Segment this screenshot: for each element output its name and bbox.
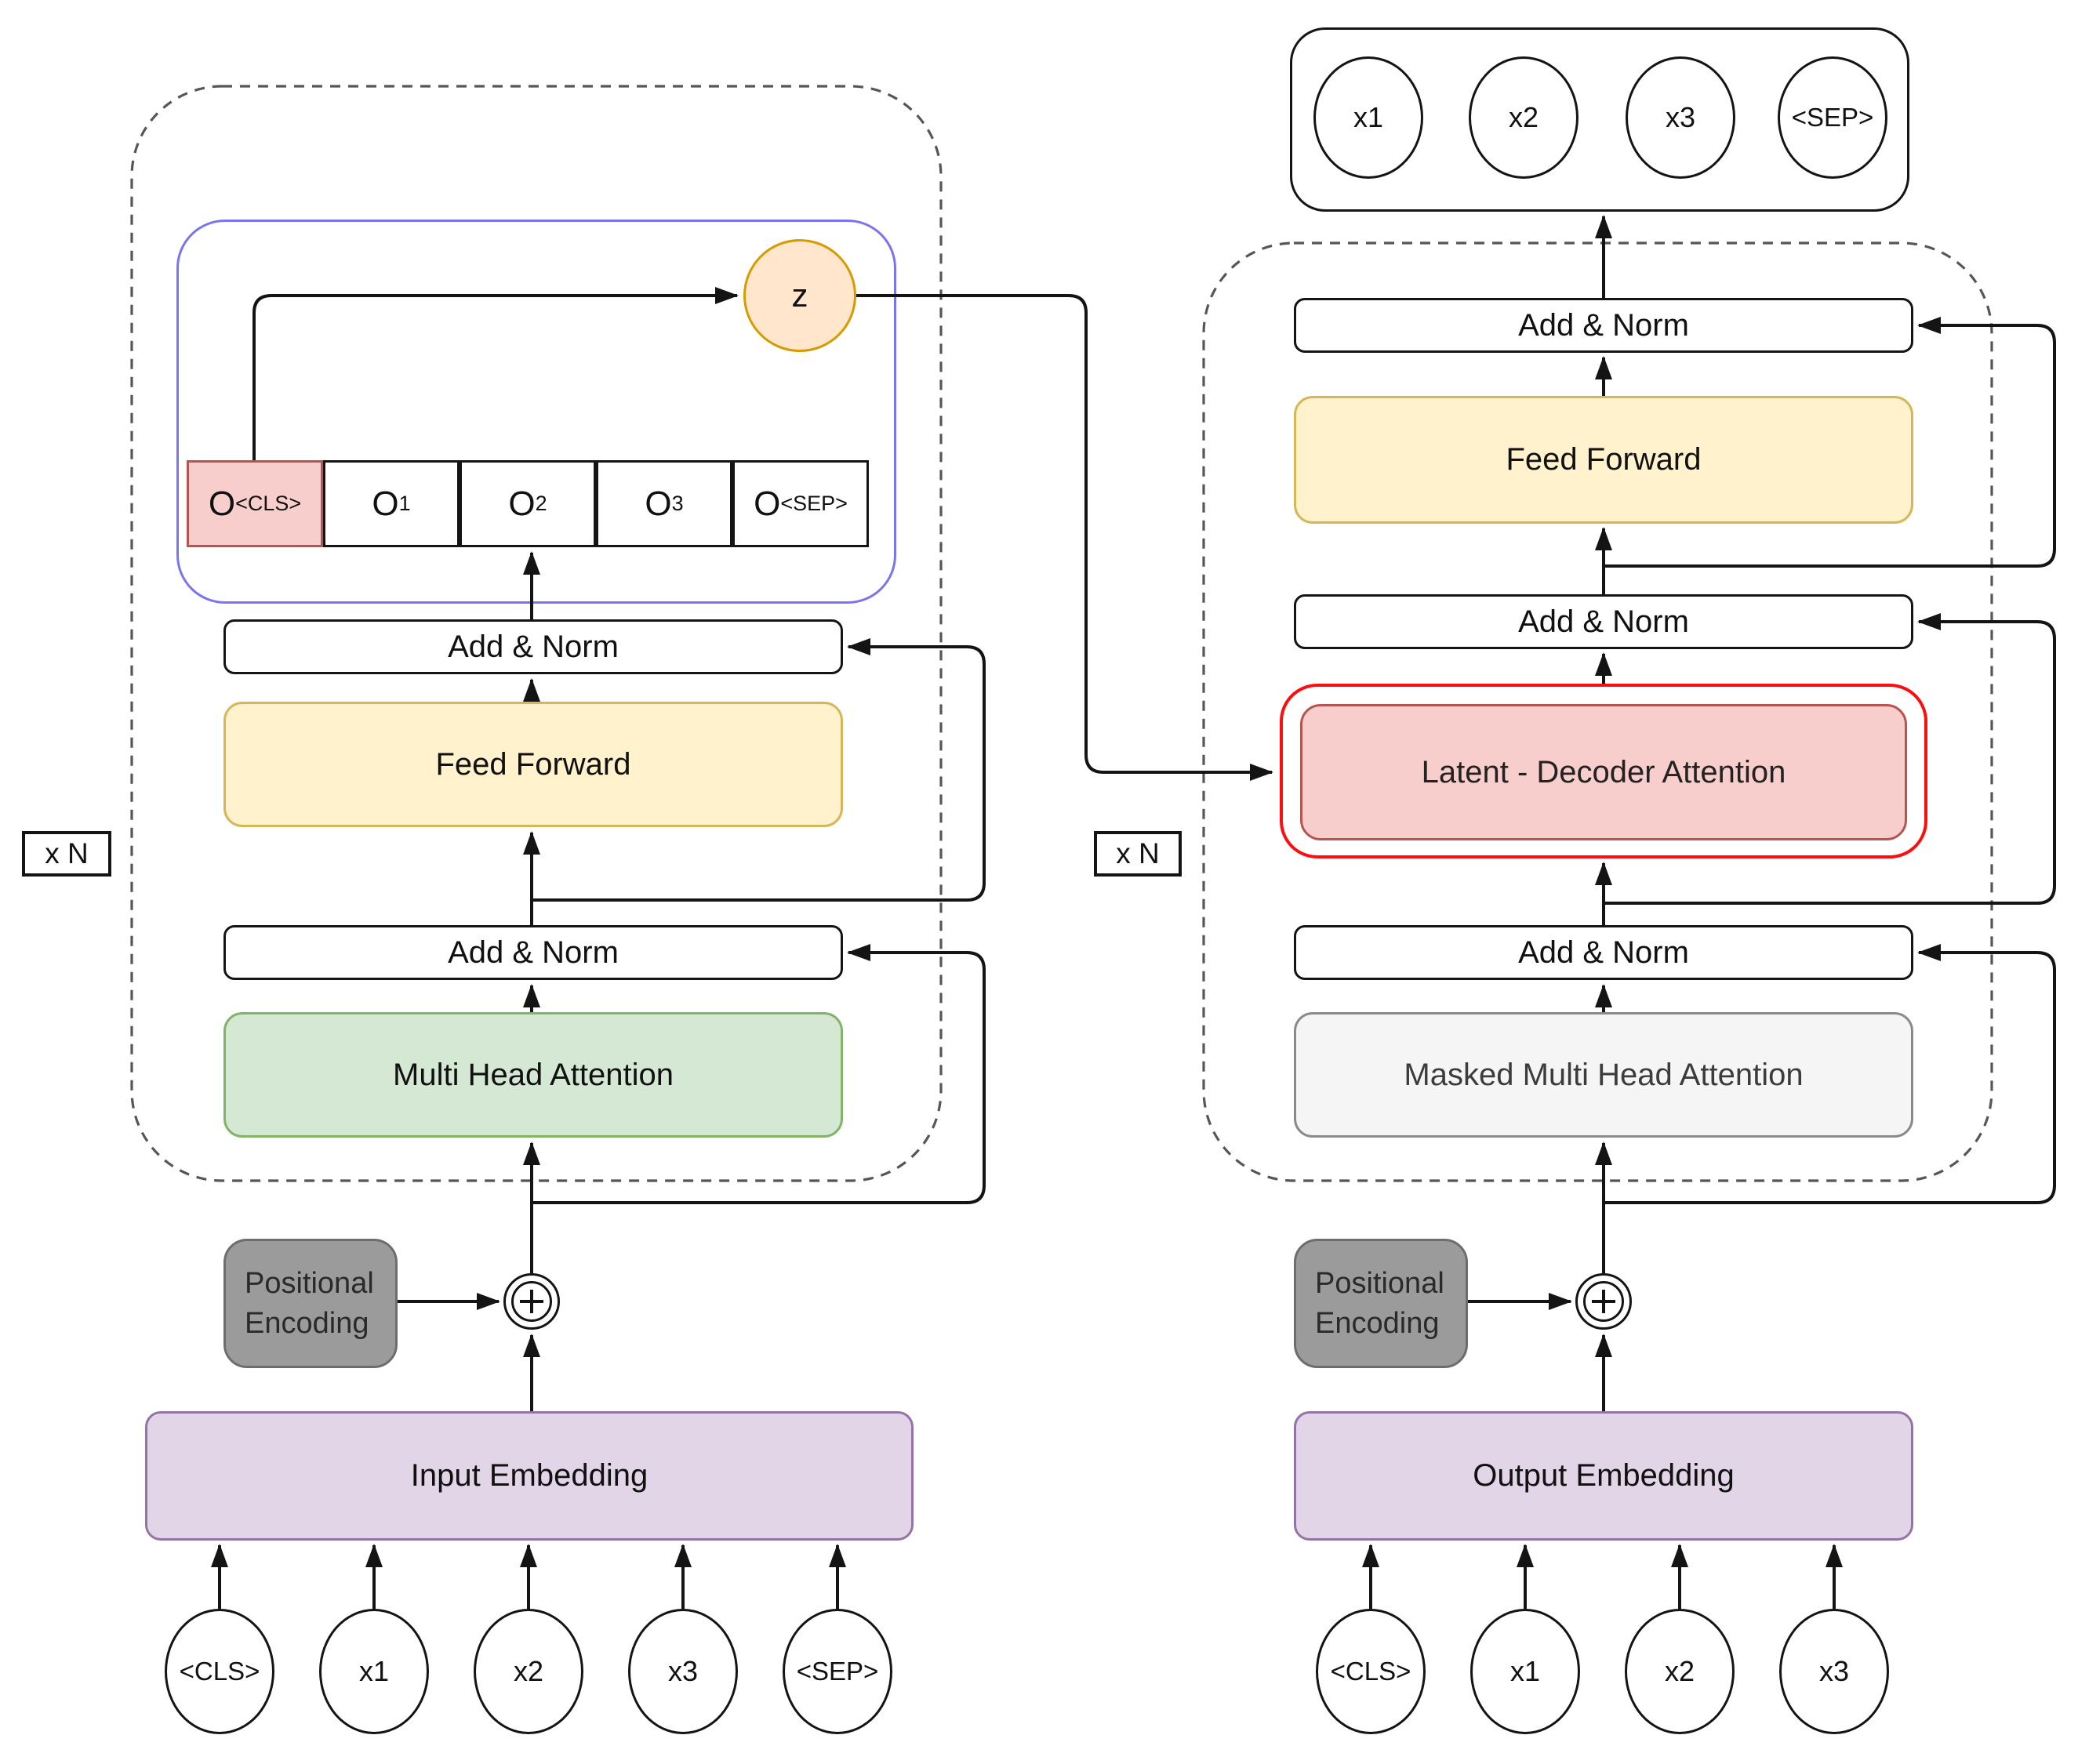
decoder-token-x1: x1: [1470, 1609, 1580, 1734]
attention-label: Multi Head Attention: [393, 1057, 674, 1092]
decoder-add-norm-bottom: Add & Norm: [1294, 925, 1913, 980]
decoder-masked-multi-head-attention: Masked Multi Head Attention: [1294, 1012, 1913, 1138]
feed-forward-label: Feed Forward: [1506, 442, 1702, 477]
z-to-latent-attention-connector: [856, 294, 1273, 781]
decoder-token-x2: x2: [1625, 1609, 1735, 1734]
decoder-add-norm-top: Add & Norm: [1294, 298, 1913, 353]
token-label: <CLS>: [179, 1657, 260, 1686]
decoder-output-sep: <SEP>: [1778, 56, 1887, 179]
token-label: x2: [513, 1655, 544, 1687]
encoder-token-x1: x1: [319, 1609, 429, 1734]
decoder-output-x2: x2: [1469, 56, 1578, 179]
decoder-positional-encoding: Positional Encoding: [1294, 1239, 1468, 1368]
repeat-label: x N: [1116, 837, 1160, 869]
token-label: x1: [358, 1655, 390, 1687]
cell-base: O: [208, 484, 236, 523]
encoder-add-norm-upper: Add & Norm: [223, 619, 843, 674]
encoder-feed-forward: Feed Forward: [223, 702, 843, 827]
token-label: <SEP>: [796, 1657, 879, 1686]
cell-sub: <CLS>: [235, 492, 302, 515]
encoder-token-cls: <CLS>: [165, 1609, 274, 1734]
cell-sub: <SEP>: [780, 492, 848, 515]
decoder-plus-circle-icon: [1575, 1273, 1632, 1330]
decoder-token-x3: x3: [1779, 1609, 1889, 1734]
plus-icon: [1583, 1281, 1624, 1322]
decoder-repeat-badge: x N: [1094, 831, 1182, 877]
encoder-add-norm-lower: Add & Norm: [223, 925, 843, 980]
decoder-output-x1: x1: [1313, 56, 1423, 179]
token-label: <CLS>: [1330, 1657, 1411, 1686]
positional-encoding-label: Positional Encoding: [1315, 1267, 1444, 1340]
encoder-token-sep: <SEP>: [783, 1609, 892, 1734]
cell-base: O: [508, 484, 536, 523]
token-label: x3: [667, 1655, 699, 1687]
encoder-positional-encoding: Positional Encoding: [223, 1239, 398, 1368]
token-label: x3: [1665, 101, 1696, 133]
encoder-multi-head-attention: Multi Head Attention: [223, 1012, 843, 1138]
add-norm-label: Add & Norm: [1518, 604, 1689, 639]
encoder-output-cell-sep: O<SEP>: [732, 460, 869, 547]
encoder-input-embedding: Input Embedding: [145, 1411, 914, 1541]
cell-sub: 2: [535, 492, 547, 515]
encoder-token-x3: x3: [628, 1609, 738, 1734]
add-norm-label: Add & Norm: [448, 629, 619, 664]
latent-z-label: z: [791, 277, 808, 314]
token-label: x3: [1818, 1655, 1850, 1687]
cell-base: O: [372, 484, 399, 523]
encoder-plus-circle-icon: [503, 1273, 560, 1330]
token-label: x1: [1509, 1655, 1541, 1687]
token-label: x1: [1353, 101, 1384, 133]
plus-icon: [511, 1281, 552, 1322]
cell-base: O: [754, 484, 781, 523]
decoder-token-cls: <CLS>: [1316, 1609, 1426, 1734]
cell-sub: 3: [671, 492, 684, 515]
token-label: x2: [1508, 101, 1539, 133]
decoder-output-x3: x3: [1626, 56, 1735, 179]
latent-attention-label: Latent - Decoder Attention: [1421, 754, 1786, 789]
masked-attention-label: Masked Multi Head Attention: [1404, 1057, 1804, 1092]
add-norm-label: Add & Norm: [1518, 935, 1689, 970]
cell-base: O: [645, 484, 672, 523]
positional-encoding-label: Positional Encoding: [245, 1267, 374, 1340]
add-norm-label: Add & Norm: [448, 935, 619, 970]
cell-sub: 1: [398, 492, 411, 515]
repeat-label: x N: [45, 837, 89, 869]
decoder-feed-forward: Feed Forward: [1294, 396, 1913, 524]
decoder-add-norm-mid: Add & Norm: [1294, 594, 1913, 649]
feed-forward-label: Feed Forward: [435, 746, 631, 782]
latent-decoder-attention: Latent - Decoder Attention: [1300, 704, 1907, 840]
encoder-token-x2: x2: [474, 1609, 583, 1734]
encoder-repeat-badge: x N: [22, 831, 111, 877]
add-norm-label: Add & Norm: [1518, 307, 1689, 343]
embedding-label: Input Embedding: [410, 1458, 648, 1493]
token-label: x2: [1664, 1655, 1695, 1687]
encoder-output-cell-cls: O<CLS>: [187, 460, 323, 547]
token-label: <SEP>: [1791, 103, 1874, 132]
embedding-label: Output Embedding: [1473, 1458, 1735, 1493]
latent-z-node: z: [743, 239, 856, 352]
decoder-output-embedding: Output Embedding: [1294, 1411, 1913, 1541]
